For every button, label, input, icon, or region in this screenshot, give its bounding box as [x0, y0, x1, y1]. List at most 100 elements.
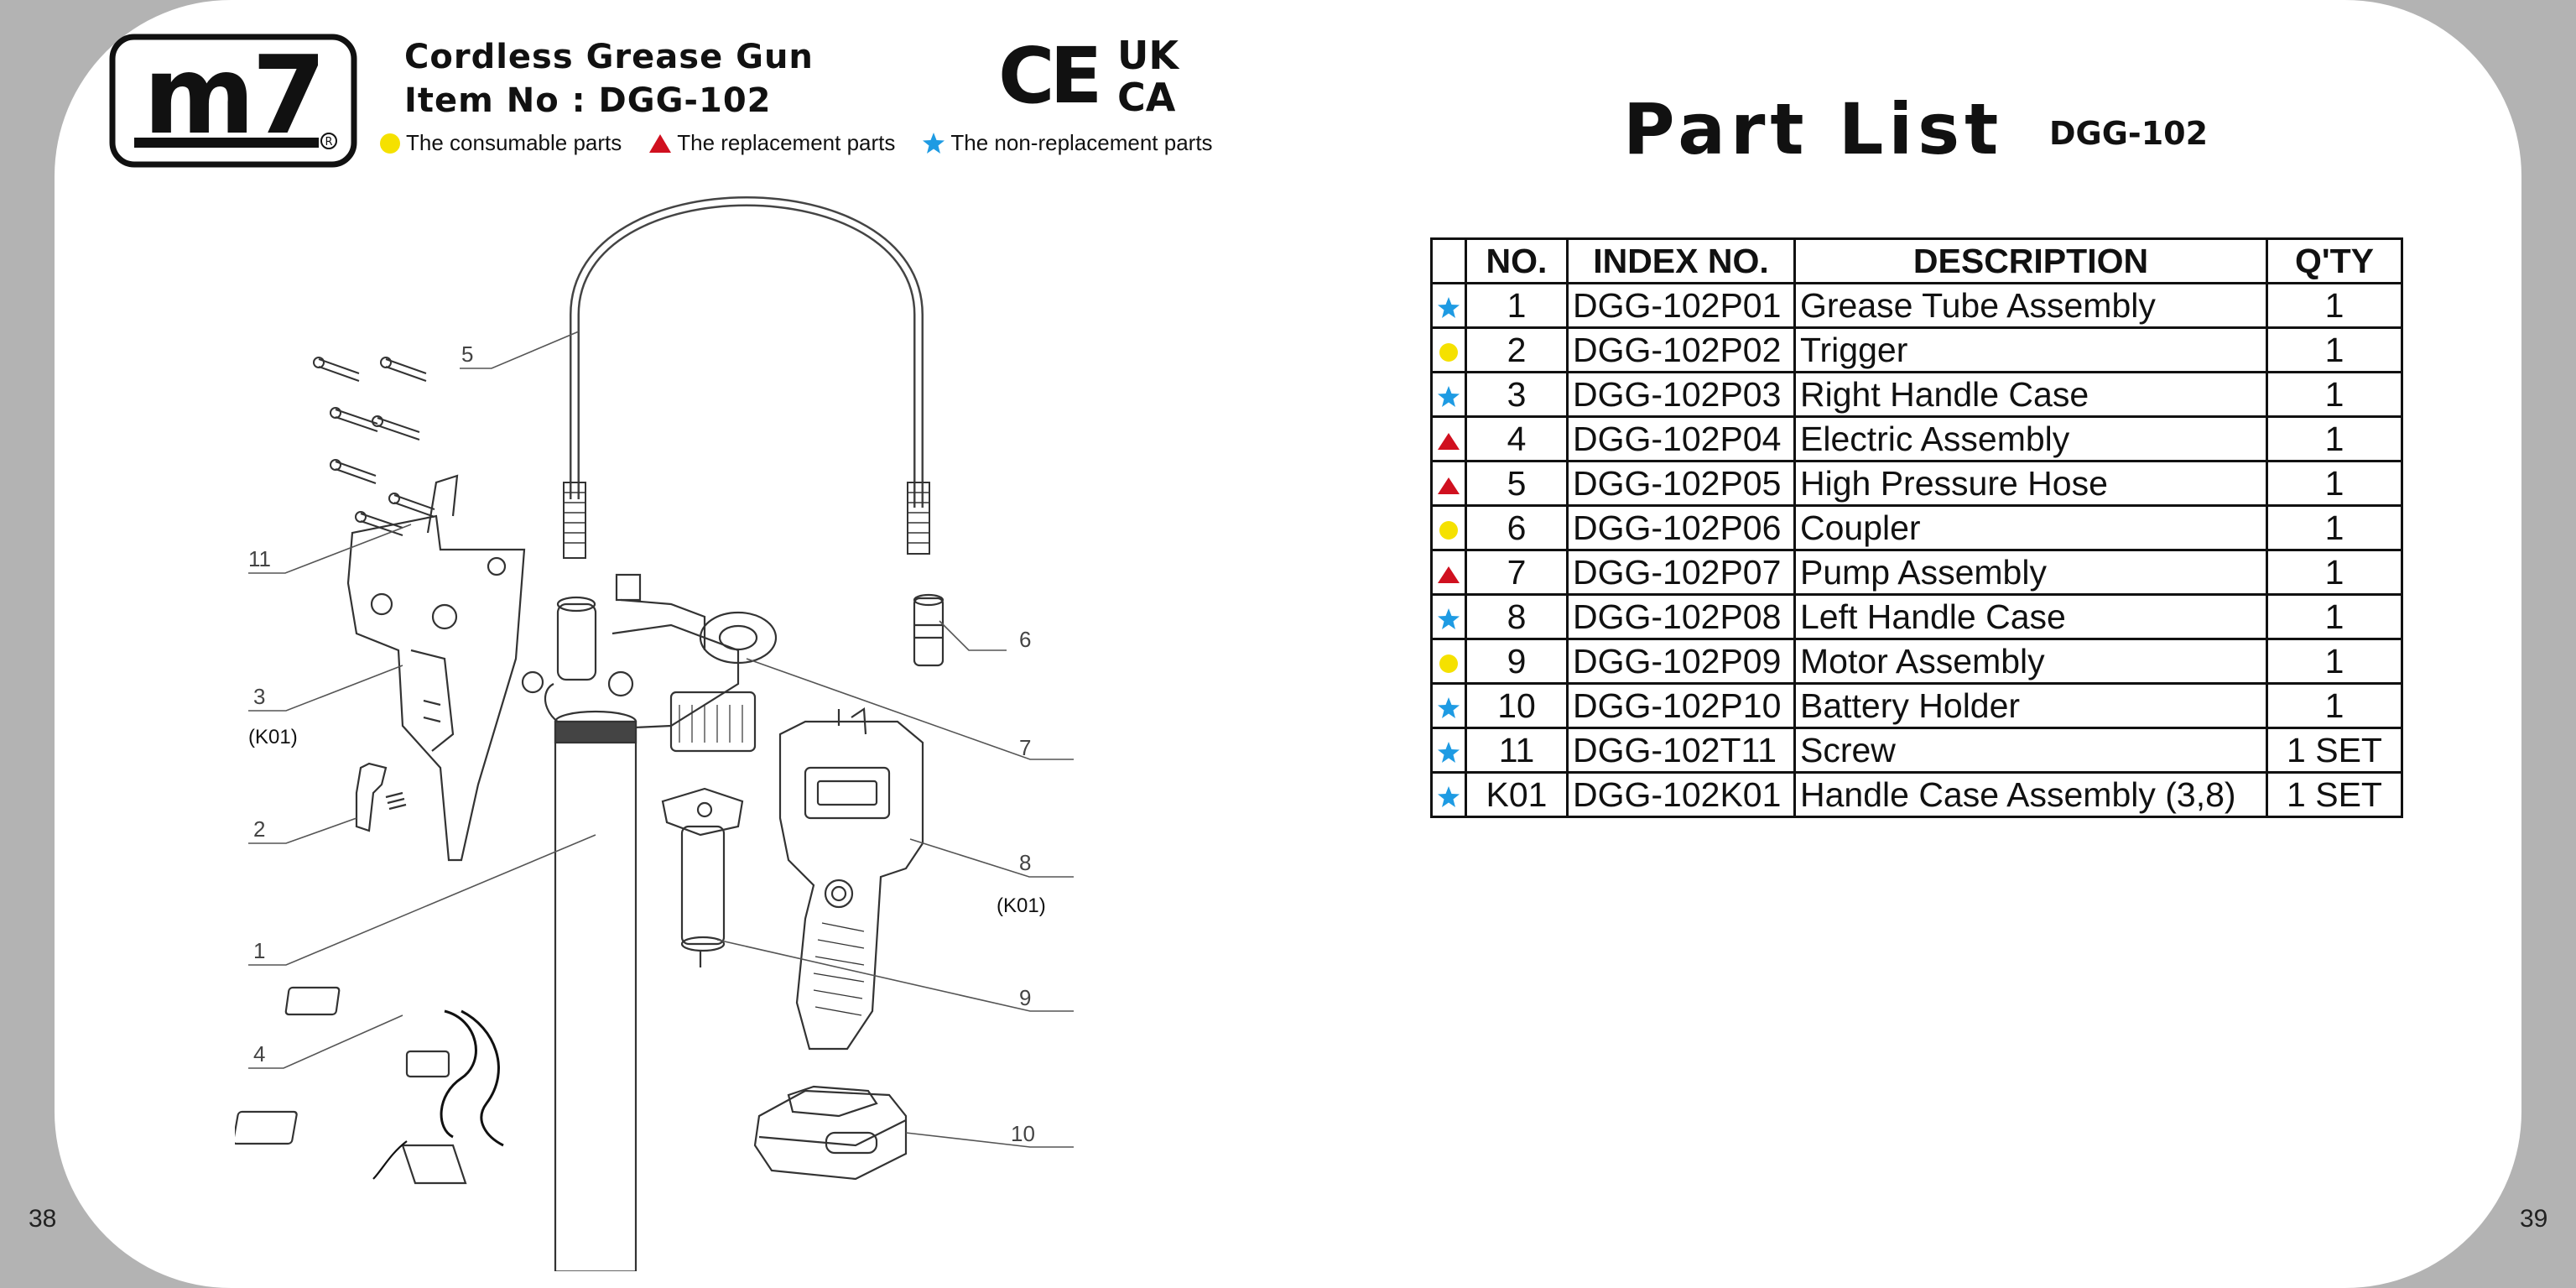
coupler-drawing	[913, 593, 945, 667]
part-qty-cell: 1	[2266, 415, 2403, 462]
part-description-cell: Right Handle Case	[1793, 371, 2268, 418]
part-type-cell	[1430, 282, 1467, 329]
part-list-model: DGG-102	[2049, 115, 2209, 152]
part-description-cell: Grease Tube Assembly	[1793, 282, 2268, 329]
part-index-cell: DGG-102P02	[1566, 326, 1796, 373]
part-no-cell: 2	[1465, 326, 1569, 373]
part-qty-cell: 1	[2266, 682, 2403, 729]
red-triangle-icon	[649, 133, 672, 153]
page-number-left: 38	[29, 1205, 57, 1233]
part-qty-cell: 1	[2266, 371, 2403, 418]
part-no-cell: 10	[1465, 682, 1569, 729]
legend-non-replacement: The non-replacement parts	[922, 130, 1213, 156]
grease-tube-drawing	[554, 710, 637, 1271]
part-qty-cell: 1	[2266, 593, 2403, 640]
part-type-cell	[1430, 771, 1467, 818]
part-index-cell: DGG-102P03	[1566, 371, 1796, 418]
part-no-cell: 8	[1465, 593, 1569, 640]
legend-replacement: The replacement parts	[648, 130, 895, 156]
part-index-cell: DGG-102K01	[1566, 771, 1796, 818]
part-type-cell	[1430, 460, 1467, 507]
uk-mark: UK	[1117, 34, 1180, 78]
part-index-cell: DGG-102P08	[1566, 593, 1796, 640]
callout-k01-right: (K01)	[248, 726, 298, 748]
part-index-cell: DGG-102P10	[1566, 682, 1796, 729]
part-description-cell: High Pressure Hose	[1793, 460, 2268, 507]
callout-10: 10	[1011, 1121, 1035, 1146]
part-no-cell: 5	[1465, 460, 1569, 507]
part-type-cell	[1430, 727, 1467, 774]
callout-k01-left: (K01)	[997, 894, 1046, 917]
callout-3: 3	[253, 684, 265, 709]
part-no-cell: 9	[1465, 638, 1569, 685]
part-index-cell: DGG-102P04	[1566, 415, 1796, 462]
item-number: Item No : DGG-102	[404, 81, 772, 120]
part-qty-cell: 1	[2266, 504, 2403, 551]
product-title: Cordless Grease Gun	[404, 38, 814, 76]
page-number-right: 39	[2520, 1205, 2548, 1233]
product-header: Cordless Grease Gun Item No : DGG-102	[404, 35, 814, 123]
legend-consumable: The consumable parts	[379, 130, 622, 156]
callout-2: 2	[253, 816, 265, 842]
callout-1: 1	[253, 938, 265, 963]
blue-star-icon	[923, 132, 945, 154]
left-handle-case-drawing	[778, 707, 924, 1051]
table-header-row: NO. INDEX NO. DESCRIPTION Q'TY	[1430, 237, 2403, 284]
part-no-cell: 11	[1465, 727, 1569, 774]
yellow-dot-icon	[1438, 342, 1460, 363]
yellow-dot-icon	[1438, 519, 1460, 541]
part-type-cell	[1430, 504, 1467, 551]
screws-drawing	[313, 357, 435, 536]
trigger-drawing	[355, 762, 407, 832]
ce-mark: CE	[998, 34, 1098, 117]
blue-star-icon	[1437, 741, 1460, 764]
part-qty-cell: 1 SET	[2266, 727, 2403, 774]
part-index-cell: DGG-102P07	[1566, 549, 1796, 596]
part-type-cell	[1430, 593, 1467, 640]
callout-8: 8	[1019, 850, 1031, 875]
callout-4: 4	[253, 1041, 265, 1066]
blue-star-icon	[1437, 296, 1460, 320]
part-qty-cell: 1	[2266, 460, 2403, 507]
blue-star-icon	[1437, 607, 1460, 631]
col-header-description: DESCRIPTION	[1793, 237, 2268, 284]
m7-logo: m7 R	[109, 34, 357, 168]
part-type-cell	[1430, 415, 1467, 462]
col-header-no: NO.	[1465, 237, 1569, 284]
part-qty-cell: 1 SET	[2266, 771, 2403, 818]
motor-assembly-drawing	[661, 787, 744, 967]
yellow-dot-icon	[380, 133, 400, 154]
legend-label: The non-replacement parts	[950, 130, 1213, 155]
callout-7: 7	[1019, 735, 1031, 760]
part-description-cell: Screw	[1793, 727, 2268, 774]
electric-assembly-drawing	[235, 986, 504, 1185]
col-header-qty: Q'TY	[2266, 237, 2403, 284]
part-no-cell: 7	[1465, 549, 1569, 596]
part-description-cell: Left Handle Case	[1793, 593, 2268, 640]
blue-star-icon	[1437, 785, 1460, 809]
legend: The consumable parts The replacement par…	[379, 130, 1213, 156]
part-index-cell: DGG-102P09	[1566, 638, 1796, 685]
part-description-cell: Trigger	[1793, 326, 2268, 373]
ca-mark: CA	[1117, 75, 1176, 117]
part-no-cell: 6	[1465, 504, 1569, 551]
red-triangle-icon	[1437, 564, 1460, 586]
part-type-cell	[1430, 326, 1467, 373]
part-index-cell: DGG-102T11	[1566, 727, 1796, 774]
certification-marks: CE UK CA	[998, 34, 1180, 117]
callout-11: 11	[248, 546, 271, 571]
part-description-cell: Battery Holder	[1793, 682, 2268, 729]
blue-star-icon	[1437, 696, 1460, 720]
part-list-title: Part List	[1623, 88, 2004, 170]
red-triangle-icon	[1437, 430, 1460, 452]
part-description-cell: Handle Case Assembly (3,8)	[1793, 771, 2268, 818]
